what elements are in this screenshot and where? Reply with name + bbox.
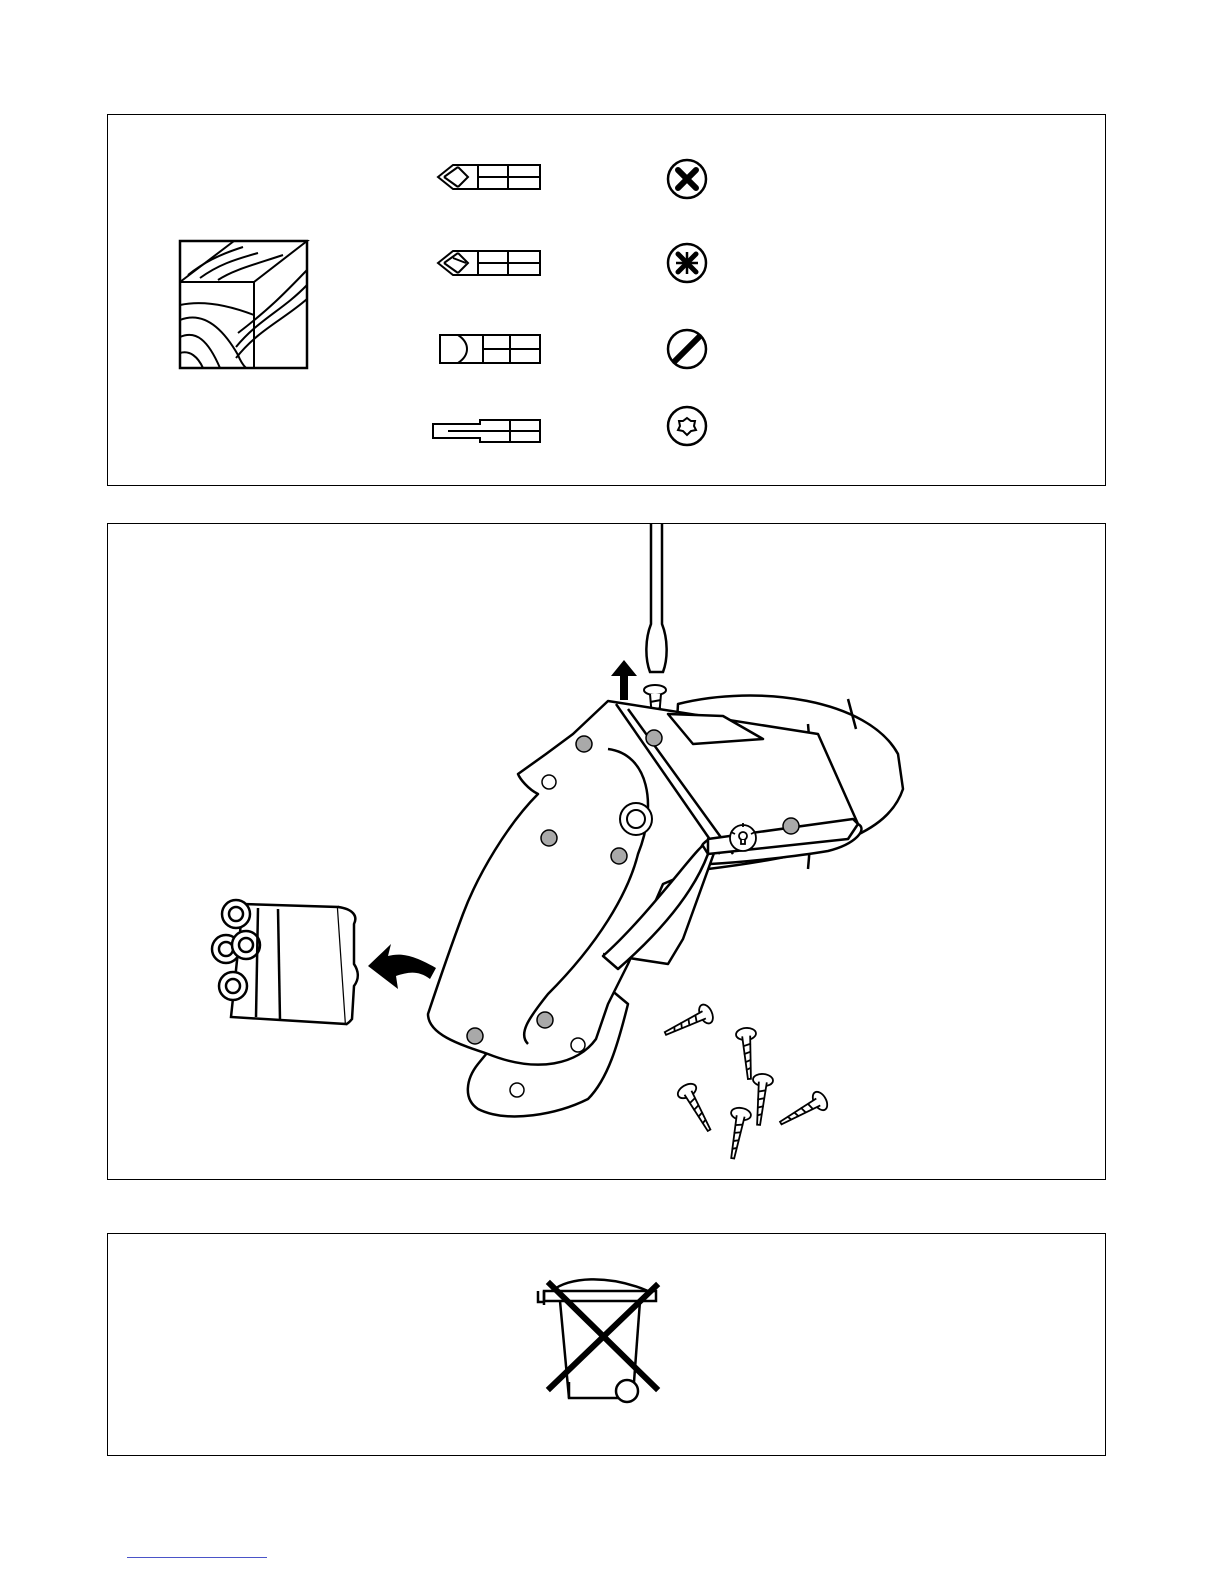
battery-pack-icon <box>212 900 358 1024</box>
footer-link-underline <box>127 1557 267 1558</box>
screwdriver-disassembly-illustration <box>108 524 1107 1181</box>
curved-left-arrow-icon <box>368 944 436 989</box>
wood-icon <box>180 241 307 368</box>
pozidriv-screw-head-icon <box>668 244 706 282</box>
drill-body <box>428 696 903 1117</box>
crossed-out-wheelie-bin-icon <box>108 1234 1107 1457</box>
slotted-screw-head-icon <box>668 330 706 368</box>
bits-illustration <box>108 115 1107 487</box>
up-arrow-icon <box>611 660 637 700</box>
slotted-bit-icon <box>440 335 540 363</box>
bits-panel <box>107 114 1106 486</box>
torx-screw-head-icon <box>668 407 706 445</box>
rotation-switch <box>620 803 652 835</box>
pozidriv-bit-icon <box>438 251 540 275</box>
disassembly-panel <box>107 523 1106 1180</box>
phillips-screw-head-icon <box>668 160 706 198</box>
torx-bit-icon <box>433 420 540 442</box>
disposal-panel <box>107 1233 1106 1456</box>
flat-screwdriver-icon <box>646 524 666 672</box>
loose-screws <box>661 1002 830 1160</box>
phillips-bit-icon <box>438 165 540 189</box>
